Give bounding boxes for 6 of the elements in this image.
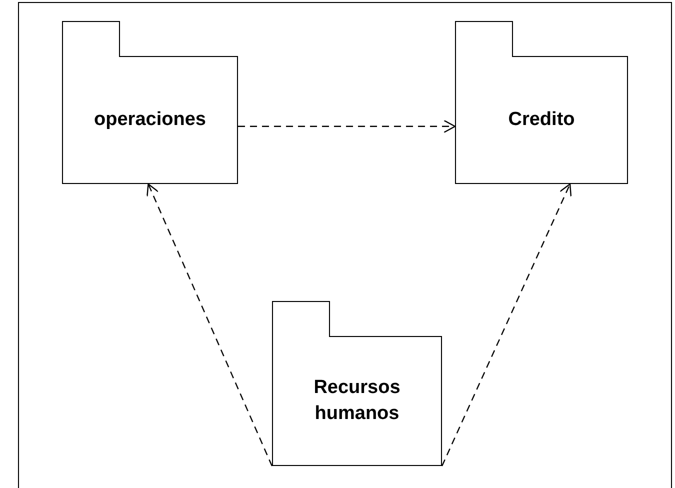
dependency-arrow [146, 183, 273, 466]
package-name: Credito [507, 108, 576, 132]
package-name: operaciones [93, 108, 207, 132]
dependency-arrow [238, 120, 456, 133]
package-name: Recursos humanos [312, 376, 402, 426]
dependency-arrow [441, 183, 572, 466]
